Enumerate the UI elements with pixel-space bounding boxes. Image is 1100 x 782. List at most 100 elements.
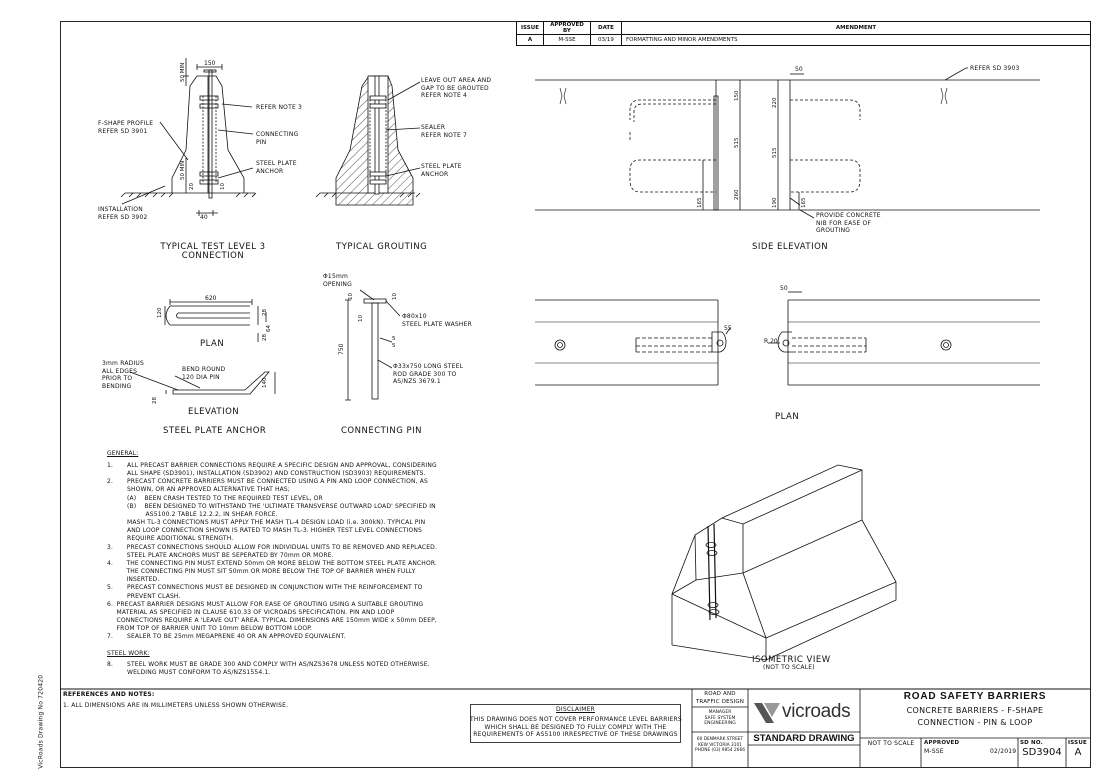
spa-dim-140: 140 xyxy=(262,377,268,388)
tl3-dim-10: 10 xyxy=(220,183,226,190)
tl3-installation-label: INSTALLATION REFER SD 3902 xyxy=(98,206,148,221)
pin-dim-5b: 5 xyxy=(392,343,396,349)
pin-rod-label: Φ33x750 LONG STEEL ROD GRADE 300 TO AS/N… xyxy=(393,363,464,385)
note-item: 2.PRECAST CONCRETE BARRIERS MUST BE CONN… xyxy=(107,478,436,543)
refs-text: 1. ALL DIMENSIONS ARE IN MILLIMETERS UNL… xyxy=(63,702,289,709)
spa-dim-120: 120 xyxy=(157,307,163,318)
plan-right-detail xyxy=(535,291,1040,386)
standard-drawing-label: STANDARD DRAWING xyxy=(753,733,855,744)
plan-dim-55: 55 xyxy=(724,325,732,332)
side-elevation-title: SIDE ELEVATION xyxy=(752,242,829,252)
vicroads-chevron-icon xyxy=(754,703,780,723)
se-dim-220: 220 xyxy=(772,97,778,108)
disclaimer-heading: DISCLAIMER xyxy=(556,706,595,713)
tl3-refer-note3: REFER NOTE 3 xyxy=(256,104,303,111)
scale-label: NOT TO SCALE xyxy=(867,740,915,747)
general-notes-heading: GENERAL: xyxy=(107,450,139,457)
tl3-dim-20: 20 xyxy=(189,183,195,190)
se-dim-165a: 165 xyxy=(697,197,703,208)
vicroads-logo: vicroads xyxy=(750,695,858,730)
spa-elevation-title: ELEVATION xyxy=(188,407,240,417)
dept-label: ROAD AND TRAFFIC DESIGN xyxy=(695,691,745,705)
note-item: 5.PRECAST CONNECTIONS MUST BE DESIGNED I… xyxy=(107,584,423,600)
tl3-dim-50min-top: 50 MIN xyxy=(180,63,186,82)
connecting-pin-detail xyxy=(345,289,401,401)
disclaimer-text: THIS DRAWING DOES NOT COVER PERFORMANCE … xyxy=(470,716,682,738)
tl3-connection-detail xyxy=(120,58,257,216)
spa-plan-title: PLAN xyxy=(200,339,225,349)
spa-bend-label: BEND ROUND 120 DIA PIN xyxy=(182,366,226,381)
tl3-dim-50min-bot: 50 MIN xyxy=(180,161,186,180)
issue-label: ISSUE xyxy=(1068,740,1087,746)
isometric-subtitle: (NOT TO SCALE) xyxy=(763,664,815,671)
spa-dim-28b: 28 xyxy=(262,334,268,341)
spa-radius-label: 3mm RADIUS ALL EDGES PRIOR TO BENDING xyxy=(102,360,145,390)
grouting-detail xyxy=(315,75,421,206)
plan-dim-50: 50 xyxy=(780,285,788,292)
plan-right-title: PLAN xyxy=(775,412,800,422)
se-dim-260: 260 xyxy=(734,189,740,200)
spa-dim-64: 64 xyxy=(266,325,272,332)
tl3-connecting-pin-label: CONNECTING PIN xyxy=(256,131,299,146)
plan-dim-r20: R 20 xyxy=(764,338,778,345)
steel-notes-heading: STEEL WORK: xyxy=(107,650,150,657)
pin-dim-10b: 10 xyxy=(358,315,364,322)
se-refer-sd3903: REFER SD 3903 xyxy=(970,65,1020,72)
pin-washer-label: Φ80x10 STEEL PLATE WASHER xyxy=(402,313,472,328)
approved-by: M-SSE xyxy=(924,748,944,755)
se-dim-515b: 515 xyxy=(772,147,778,158)
pin-dim-5a: 5 xyxy=(392,336,396,342)
pin-dim-10c: 10 xyxy=(392,293,398,300)
se-dim-515a: 515 xyxy=(734,137,740,148)
drawing-subtitle-2: CONNECTION - PIN & LOOP xyxy=(917,718,1033,727)
sd-no-label: SD NO. xyxy=(1020,740,1043,746)
tl3-dim-40: 40 xyxy=(200,214,208,221)
tl3-title: TYPICAL TEST LEVEL 3 CONNECTION xyxy=(160,242,266,261)
grouting-title: TYPICAL GROUTING xyxy=(336,242,428,252)
approved-label: APPROVED xyxy=(924,740,960,746)
rev-approved: M-SSE xyxy=(542,34,591,46)
note-item: 6.PRECAST BARRIER DESIGNS MUST ALLOW FOR… xyxy=(107,600,437,633)
note-item: 1.ALL PRECAST BARRIER CONNECTIONS REQUIR… xyxy=(107,462,437,478)
se-dim-190: 190 xyxy=(772,197,778,208)
approved-date: 02/2019 xyxy=(990,748,1017,755)
spa-dim-28c: 28 xyxy=(152,397,158,404)
drawing-heading: ROAD SAFETY BARRIERS xyxy=(903,691,1047,702)
tl3-steel-plate-anchor-label: STEEL PLATE ANCHOR xyxy=(256,160,297,175)
drawing-subtitle-1: CONCRETE BARRIERS - F-SHAPE xyxy=(906,706,1044,715)
spa-dim-28a: 28 xyxy=(262,309,268,316)
tl3-fshape-label: F-SHAPE PROFILE REFER SD 3901 xyxy=(98,120,154,135)
general-notes-list: 1.ALL PRECAST BARRIER CONNECTIONS REQUIR… xyxy=(107,462,437,641)
grouting-sealer-label: SEALER REFER NOTE 7 xyxy=(421,124,468,139)
pin-title: CONNECTING PIN xyxy=(341,426,422,436)
rev-amendment: FORMATTING AND MINOR AMENDMENTS xyxy=(620,34,1092,46)
logo-wordmark: vicroads xyxy=(782,701,851,722)
grouting-leave-out-label: LEAVE OUT AREA AND GAP TO BE GROUTED REF… xyxy=(421,77,492,99)
revision-table: ISSUE APPROVED BY DATE AMENDMENT A M-SSE… xyxy=(516,21,1092,46)
note-item: 4.THE CONNECTING PIN MUST EXTEND 50mm OR… xyxy=(107,559,437,584)
address-label: 60 DENMARK STREET KEW VICTORIA 3101 PHON… xyxy=(695,737,745,753)
note-item: 7.SEALER TO BE 25mm MEGAPRENE 40 OR AN A… xyxy=(107,633,346,641)
refs-heading: REFERENCES AND NOTES: xyxy=(63,691,155,698)
steel-plate-anchor-detail xyxy=(129,299,276,395)
se-dim-165b: 165 xyxy=(801,197,807,208)
tl3-dim-150: 150 xyxy=(204,60,216,67)
pin-opening-label: Φ15mm OPENING xyxy=(323,273,352,288)
spa-title: STEEL PLATE ANCHOR xyxy=(163,426,267,436)
se-dim-150: 150 xyxy=(734,90,740,101)
issue-value: A xyxy=(1074,747,1082,758)
pin-dim-750: 750 xyxy=(338,343,345,355)
isometric-view xyxy=(671,464,897,661)
sd-number: SD3904 xyxy=(1022,747,1062,758)
note-item: 8. STEEL WORK MUST BE GRADE 300 AND COMP… xyxy=(107,661,430,677)
se-dim-50: 50 xyxy=(795,66,803,73)
grouting-steel-plate-label: STEEL PLATE ANCHOR xyxy=(421,163,462,178)
manager-label: MANAGER SAFE SYSTEM ENGINEERING xyxy=(704,710,736,726)
spa-dim-620: 620 xyxy=(205,295,217,302)
pin-dim-10a: 10 xyxy=(348,293,354,300)
drawings: 150 50 MIN 50 MIN 20 10 40 xyxy=(120,58,1040,661)
se-provide-nib: PROVIDE CONCRETE NIB FOR EASE OF GROUTIN… xyxy=(816,212,881,234)
isometric-title: ISOMETRIC VIEW xyxy=(752,655,831,665)
side-elevation-detail xyxy=(535,67,1040,219)
